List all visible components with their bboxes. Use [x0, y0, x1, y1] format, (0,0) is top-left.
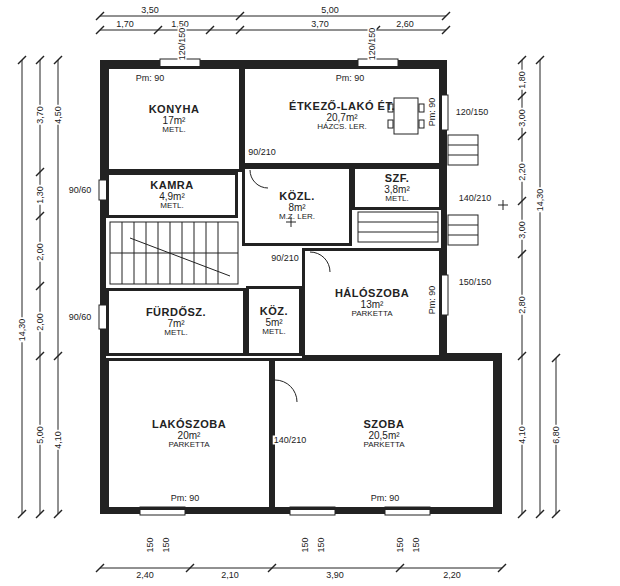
- dimension-label: Pm: 90: [370, 494, 401, 503]
- dimension-label: 3,70: [310, 20, 330, 29]
- dimension-label: 2,80: [518, 295, 527, 315]
- dimension-label: 2,00: [36, 312, 45, 332]
- dimension-label: 5,00: [320, 6, 340, 15]
- dimension-label: 90/210: [247, 148, 277, 157]
- dimension-label: 150: [412, 536, 421, 553]
- dimension-label: 5,00: [36, 425, 45, 445]
- dimension-label: 90/60: [68, 313, 93, 322]
- room: KÖZL.8m²M.Z. LER.: [242, 166, 352, 246]
- room: LAKÓSZOBA20m²PARKETTA: [106, 358, 272, 510]
- floor-finish: METL.: [164, 329, 188, 338]
- room: KÖZ.5m²METL.: [246, 286, 302, 356]
- dimension-label: 140/210: [458, 194, 493, 203]
- dimension-label: 4,10: [518, 425, 527, 445]
- dimension-label: Pm: 90: [428, 285, 437, 316]
- dimension-label: Pm: 90: [335, 74, 366, 83]
- room: SZF.3,8m²METL.: [352, 166, 442, 210]
- dimension-label: 3,90: [325, 571, 345, 580]
- room-area: 13m²: [361, 299, 384, 310]
- dimension-label: 4,10: [54, 430, 63, 450]
- room-area: 20,7m²: [326, 112, 357, 123]
- floor-finish: HÁZCS. LER.: [317, 123, 366, 132]
- staircase: [110, 222, 238, 284]
- dimension-lines: [18, 12, 560, 572]
- outer-wall: [103, 63, 499, 511]
- dimension-label: 2,20: [442, 571, 462, 580]
- dimension-label: 150: [301, 536, 310, 553]
- dimension-label: 120/150: [455, 108, 490, 117]
- room-name: LAKÓSZOBA: [152, 418, 226, 430]
- room-area: 7m²: [167, 318, 184, 329]
- dimension-label: 2,20: [518, 162, 527, 182]
- room: HÁLÓSZOBA13m²PARKETTA: [302, 248, 442, 358]
- floor-finish: METL.: [162, 126, 186, 135]
- room-area: 5m²: [265, 317, 282, 328]
- dimension-label: 150: [396, 536, 405, 553]
- floor-finish: METL.: [385, 195, 409, 204]
- floor-finish: METL.: [160, 202, 184, 211]
- floor-finish: PARKETTA: [363, 441, 404, 450]
- room-area: 20m²: [178, 430, 201, 441]
- room-name: SZOBA: [364, 418, 405, 430]
- room-name: ÉTKEZŐ-LAKÓ ÉT.: [289, 100, 395, 112]
- room-area: 20,5m²: [368, 430, 399, 441]
- room-name: HÁLÓSZOBA: [335, 287, 409, 299]
- level-marks: [286, 200, 508, 227]
- floor-finish: M.Z. LER.: [279, 213, 315, 222]
- dimension-label: 2,60: [395, 20, 415, 29]
- dimension-label: Pm: 90: [135, 74, 166, 83]
- room-name: KONYHA: [149, 103, 200, 115]
- dimension-label: 1,30: [36, 185, 45, 205]
- room: SZOBA20,5m²PARKETTA: [272, 358, 496, 510]
- dimension-label: 120/150: [178, 27, 187, 62]
- dimension-label: 140/210: [273, 436, 308, 445]
- dimension-label: 14,30: [536, 188, 545, 213]
- room: KONYHA17m²METL.: [106, 66, 242, 172]
- room-name: KAMRA: [150, 179, 193, 191]
- dimension-label: 2,10: [220, 571, 240, 580]
- dimension-label: 150/150: [458, 278, 493, 287]
- room-name: KÖZ.: [260, 305, 288, 317]
- dimension-label: 2,40: [135, 571, 155, 580]
- dimension-label: 2,00: [36, 242, 45, 262]
- dimension-label: Pm: 90: [170, 494, 201, 503]
- room-name: KÖZL.: [279, 190, 315, 202]
- dimension-label: 6,80: [552, 425, 561, 445]
- dimension-label: 120/150: [368, 27, 377, 62]
- dimension-label: 150: [146, 536, 155, 553]
- dimension-label: 4,50: [54, 105, 63, 125]
- dimension-label: Pm: 90: [428, 97, 437, 128]
- dimension-label: 150: [162, 536, 171, 553]
- dimension-label: 14,30: [18, 318, 27, 343]
- room-name: FÜRDŐSZ.: [146, 306, 206, 318]
- dimension-label: 90/210: [270, 254, 300, 263]
- dimension-label: 1,80: [518, 70, 527, 90]
- floor-finish: PARKETTA: [168, 441, 209, 450]
- room: FÜRDŐSZ.7m²METL.: [106, 288, 246, 356]
- room-area: 3,8m²: [384, 184, 410, 195]
- dimension-label: 3,50: [140, 6, 160, 15]
- dimension-label: 90/60: [68, 186, 93, 195]
- room-area: 17m²: [163, 115, 186, 126]
- room: KAMRA4,9m²METL.: [106, 172, 238, 218]
- room-name: SZF.: [385, 172, 410, 184]
- floor-finish: PARKETTA: [351, 310, 392, 319]
- room-area: 4,9m²: [159, 191, 185, 202]
- entry-steps: [358, 135, 478, 245]
- floor-finish: METL.: [262, 328, 286, 337]
- dimension-label: 3,70: [36, 105, 45, 125]
- room-area: 8m²: [288, 202, 305, 213]
- dimension-label: 3,00: [518, 220, 527, 240]
- dimension-label: 3,00: [518, 108, 527, 128]
- dimension-label: 150: [317, 536, 326, 553]
- dimension-label: 1,70: [115, 20, 135, 29]
